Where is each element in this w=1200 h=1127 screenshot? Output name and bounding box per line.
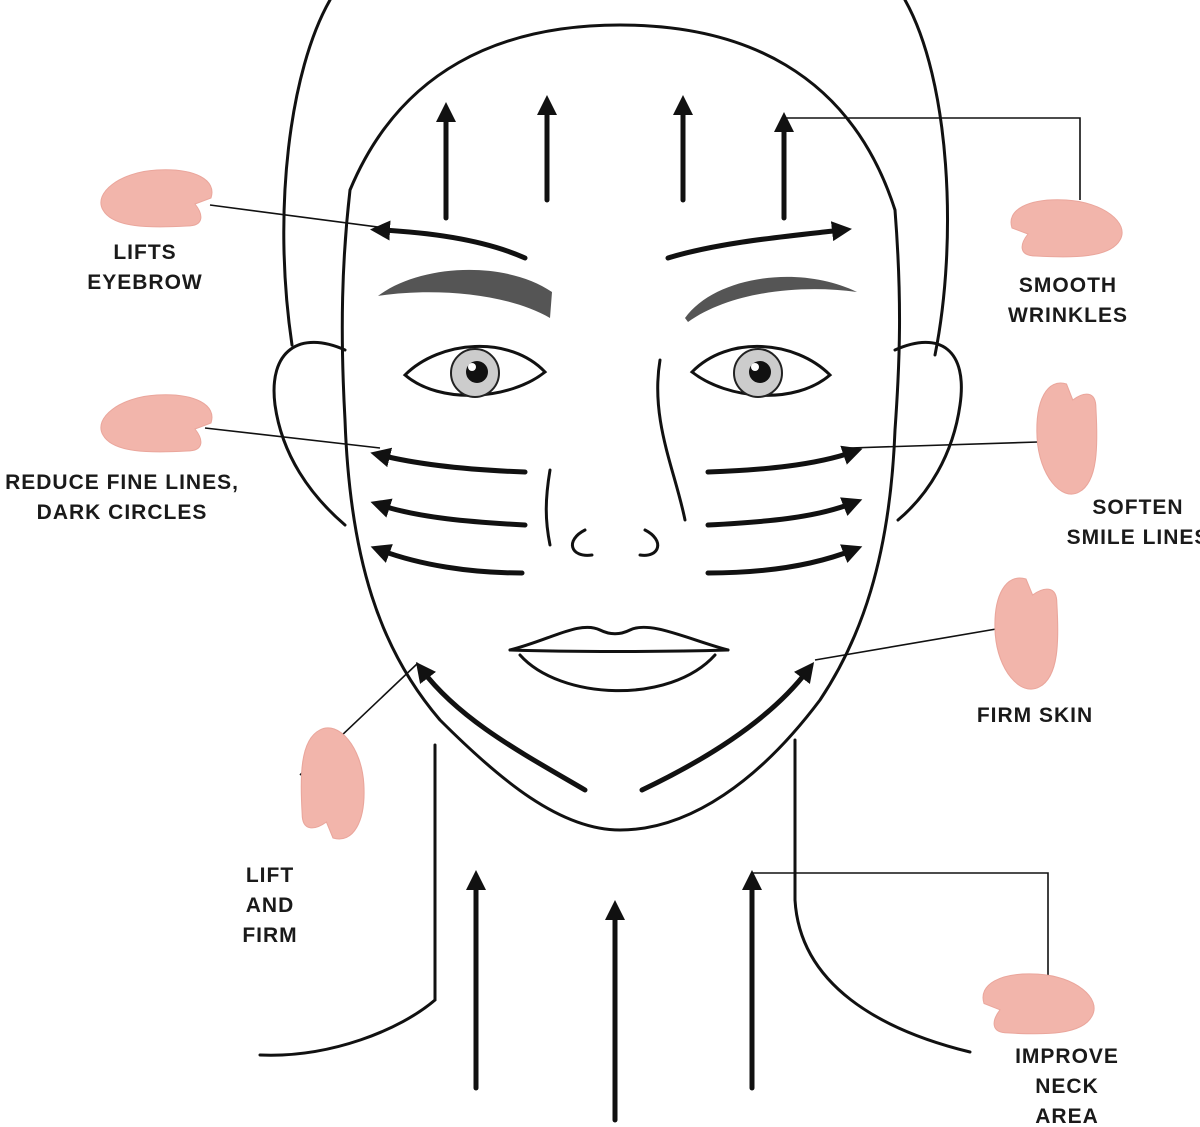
- cheek-arrow-left-icon: [370, 498, 528, 528]
- jaw-arrow-right-icon: [639, 662, 815, 793]
- label-line: FIRM SKIN: [976, 704, 1094, 727]
- left-eye: [402, 345, 548, 398]
- jaw-arrow-left-icon: [415, 662, 588, 793]
- label-soften-smile-lines: SOFTEN SMILE LINES: [1067, 493, 1200, 553]
- label-smooth-wrinkles: SMOOTH WRINKLES: [1008, 271, 1128, 331]
- left-eyebrow: [378, 269, 552, 318]
- gua-sha-stone-firm-skin: [994, 577, 1059, 690]
- right-ear: [893, 340, 963, 522]
- leader-line: [209, 204, 386, 229]
- leader-line: [814, 627, 1003, 661]
- label-firm-skin: FIRM SKIN: [977, 701, 1093, 731]
- brow-arrow-right-icon: [665, 221, 852, 261]
- leader-line: [784, 117, 1081, 200]
- face-outline: [340, 23, 902, 832]
- cheek-arrow-left-icon: [370, 447, 528, 475]
- right-eye: [689, 344, 833, 398]
- cheek-arrow-left-icon: [370, 544, 525, 576]
- label-lifts-eyebrow: LIFTS EYEBROW: [87, 238, 203, 298]
- gua-sha-stone-smile-lines: [1036, 382, 1098, 495]
- cheek-arrow-right-icon: [705, 544, 863, 576]
- right-nostril: [638, 528, 659, 557]
- leader-line: [752, 872, 1049, 990]
- label-line: LIFT: [245, 864, 295, 887]
- gua-sha-stone-lift-firm: [300, 727, 365, 840]
- right-eyebrow: [685, 276, 857, 322]
- leader-line: [204, 427, 381, 449]
- left-nostril: [571, 528, 594, 557]
- neck-right: [793, 738, 972, 1054]
- nose-line: [656, 358, 687, 522]
- hair-outline-left: [282, 0, 332, 347]
- neck-left: [258, 743, 437, 1057]
- brow-arrow-left-icon: [370, 220, 528, 261]
- gua-sha-stone-neck: [982, 973, 1095, 1035]
- label-line: LIFTS: [113, 241, 177, 264]
- label-improve-neck-area: IMPROVE NECK AREA: [1015, 1042, 1119, 1127]
- left-ear: [272, 340, 347, 527]
- label-line: NECK: [1035, 1075, 1099, 1098]
- cheek-arrow-right-icon: [705, 445, 863, 475]
- label-lift-and-firm: LIFT AND FIRM: [242, 861, 297, 951]
- cheek-line-left: [544, 468, 552, 547]
- lips: [508, 625, 730, 693]
- cheek-arrow-right-icon: [705, 497, 863, 528]
- label-line: SMOOTH: [1018, 274, 1118, 297]
- label-line: EYEBROW: [87, 271, 203, 294]
- label-line: WRINKLES: [1008, 304, 1128, 327]
- gua-sha-stone-wrinkles: [1010, 199, 1123, 258]
- massage-arrows: [370, 95, 863, 1123]
- label-line: AND: [245, 894, 295, 917]
- label-line: SOFTEN: [1092, 496, 1184, 519]
- label-line: FIRM: [242, 924, 298, 947]
- label-line: SMILE LINES: [1066, 526, 1200, 549]
- gua-sha-stone-fine-lines: [100, 394, 213, 453]
- label-line: AREA: [1035, 1105, 1099, 1127]
- leader-lines: [204, 117, 1081, 990]
- label-reduce-fine-lines: REDUCE FINE LINES, DARK CIRCLES: [5, 468, 239, 528]
- label-line: DARK CIRCLES: [36, 501, 208, 524]
- gua-sha-stone-eyebrow: [100, 169, 213, 228]
- label-line: REDUCE FINE LINES,: [5, 471, 239, 494]
- leader-line: [849, 441, 1039, 449]
- hair-outline-right: [903, 0, 950, 357]
- label-line: IMPROVE: [1015, 1045, 1119, 1068]
